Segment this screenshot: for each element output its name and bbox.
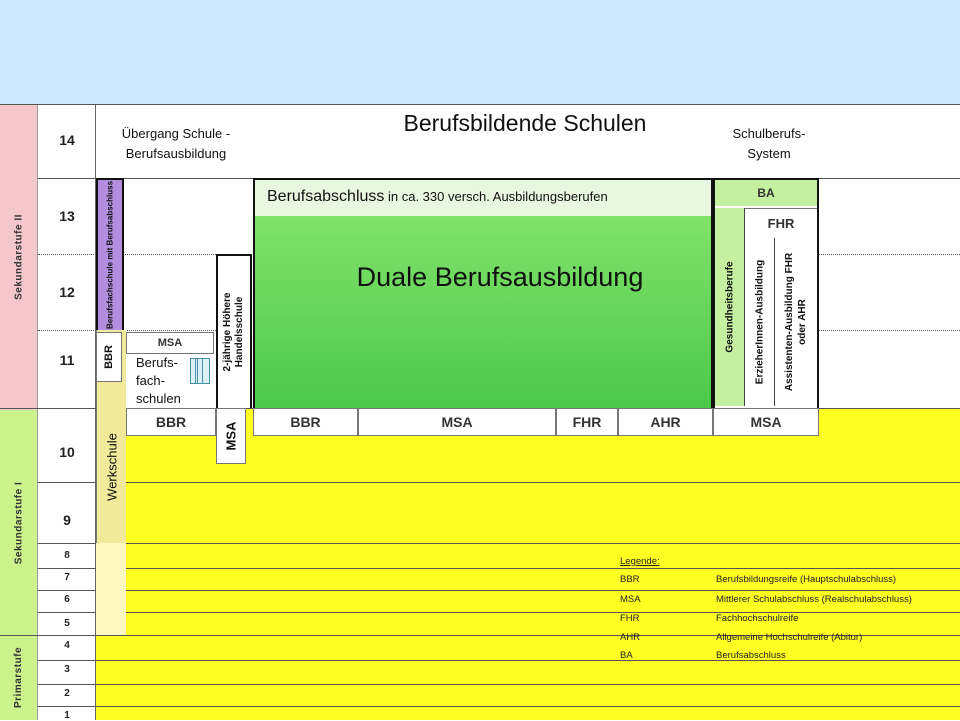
grid-line (38, 590, 960, 591)
msa-vertical-box: MSA (216, 408, 246, 464)
grid-line (38, 543, 960, 544)
berufsfachschule-mit-label: Berufsfachschule mit Berufsabschluss (105, 180, 115, 330)
top-band (0, 0, 960, 104)
legend-text-ba: Berufsabschluss (716, 650, 786, 661)
header-right-line2: System (747, 146, 791, 161)
legend-abbr-bbr: BBR (620, 574, 640, 585)
bbr-vertical-label: BBR (103, 345, 115, 369)
gesundheit-column: Gesundheitsberufe (715, 208, 745, 406)
grade-9: 9 (63, 512, 71, 528)
grade-14: 14 (59, 132, 75, 148)
grid-line (38, 660, 960, 661)
ba-box: BA (715, 180, 817, 206)
header-right-line1: Schulberufs- (732, 126, 806, 141)
grade-3: 3 (64, 664, 70, 675)
stripe-icon (190, 358, 196, 384)
stage-sekundarstufe-2: Sekundarstufe II (0, 104, 38, 410)
grade-2: 2 (64, 688, 70, 699)
berufsabschluss-rest: in ca. 330 versch. Ausbildungsberufen (384, 189, 608, 204)
stage-primarstufe: Primarstufe (0, 635, 38, 720)
grid-line (38, 612, 960, 613)
grid-line (0, 104, 960, 105)
header-left-line2: Berufsausbildung (125, 146, 227, 161)
duale-ausbildung-block (253, 178, 713, 408)
legend-title: Legende: (620, 556, 660, 567)
msa-vertical-label: MSA (223, 421, 239, 451)
handelsschule-label: 2-jährige Höhere Handelsschule (222, 292, 245, 372)
handelsschule-column: 2-jährige Höhere Handelsschule (216, 254, 252, 408)
berufsfachschulen-line2: fach- (136, 373, 165, 388)
grade-1: 1 (64, 710, 70, 721)
grade-10: 10 (59, 444, 75, 460)
qualification-bbr-2: BBR (253, 408, 358, 436)
grade-7: 7 (64, 572, 70, 583)
grade-6: 6 (64, 594, 70, 605)
berufsabschluss-bold: Berufsabschluss (267, 188, 385, 205)
berufsabschluss-banner: Berufsabschluss in ca. 330 versch. Ausbi… (255, 180, 711, 216)
legend-text-fhr: Fachhochschulreife (716, 613, 799, 624)
grade-13: 13 (59, 208, 75, 224)
berufsabschluss-text: Berufsabschluss in ca. 330 versch. Ausbi… (267, 188, 608, 206)
assistenten-label: Assistenten-Ausbildung FHR oder AHR (784, 252, 808, 392)
stripe-icon (197, 358, 203, 384)
grade-12: 12 (59, 284, 75, 300)
grid-line (38, 568, 960, 569)
werkschule-label: Werkschule (104, 433, 119, 502)
berufsfachschulen-line3: schulen (136, 391, 181, 406)
duale-title: Duale Berufsausbildung (356, 262, 644, 292)
grid-line (0, 635, 960, 636)
grade-5: 5 (64, 618, 70, 629)
legend-text-ahr: Allgemeine Hochschulreife (Abitur) (716, 632, 863, 643)
legend-text-bbr: Berufsbildungsreife (Hauptschulabschluss… (716, 574, 897, 585)
qualification-msa-2: MSA (713, 408, 819, 436)
header-left: Übergang Schule - Berufsausbildung (96, 124, 256, 164)
fhr-box: FHR (745, 208, 817, 238)
qualification-bbr-1: BBR (126, 408, 216, 436)
stripe-group (190, 358, 206, 384)
gesundheit-label: Gesundheitsberufe (724, 261, 735, 353)
legend-text-msa: Mittlerer Schulabschluss (Realschulabsch… (716, 594, 912, 605)
page-title: Berufsbildende Schulen (403, 110, 647, 136)
legend-abbr-ba: BA (620, 650, 633, 661)
berufsfachschulen-label: Berufs- fach- schulen (136, 354, 181, 408)
grid-line (38, 706, 960, 707)
stage-sekundarstufe-1: Sekundarstufe I (0, 410, 38, 635)
grid-line (38, 482, 960, 483)
stage-prim-label: Primarstufe (12, 646, 24, 708)
stage-sek1-label: Sekundarstufe I (13, 481, 24, 564)
grid-line (38, 684, 960, 685)
grade-column: 14 13 12 11 10 9 8 7 6 5 4 3 2 1 (38, 104, 96, 721)
erzieher-column: ErzieherInnen-Ausbildung (745, 238, 775, 406)
werkschule-tail (96, 543, 126, 635)
qualification-ahr: AHR (618, 408, 713, 436)
qualification-msa: MSA (358, 408, 556, 436)
berufsfachschule-mit-abschluss: Berufsfachschule mit Berufsabschluss (96, 178, 124, 330)
stage-sek2-label: Sekundarstufe II (13, 214, 24, 300)
qualification-fhr: FHR (556, 408, 618, 436)
bbr-vertical-box: BBR (96, 332, 122, 382)
berufsfachschulen-line1: Berufs- (136, 355, 178, 370)
grade-4: 4 (64, 640, 70, 651)
erzieher-label: ErzieherInnen-Ausbildung (754, 259, 765, 385)
msa-small-box: MSA (126, 332, 214, 354)
header-right: Schulberufs- System (704, 124, 834, 164)
assistenten-column: Assistenten-Ausbildung FHR oder AHR (775, 238, 817, 406)
header-left-line1: Übergang Schule - (121, 126, 231, 141)
grade-11: 11 (59, 352, 75, 368)
grade-8: 8 (64, 550, 70, 561)
legend-abbr-msa: MSA (620, 594, 641, 605)
legend-abbr-fhr: FHR (620, 613, 640, 624)
legend-abbr-ahr: AHR (620, 632, 641, 643)
